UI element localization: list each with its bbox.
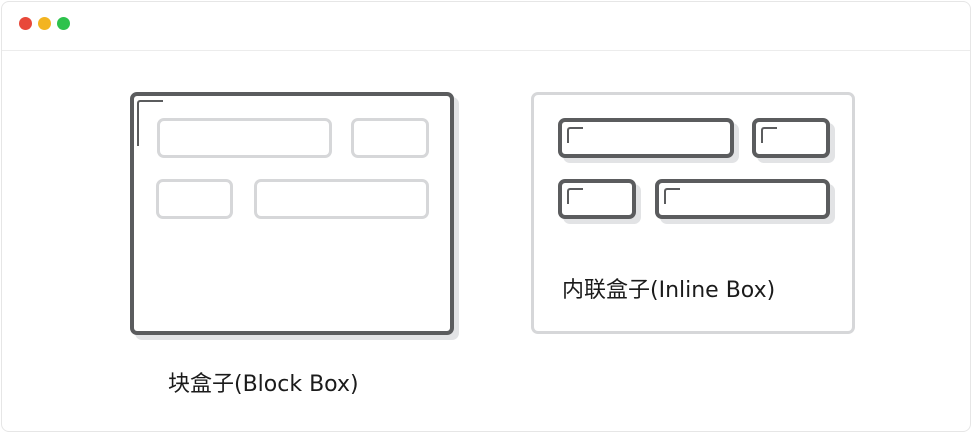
inline-box-label: 内联盒子(Inline Box) (562, 278, 776, 303)
inline-element (157, 118, 332, 158)
maximize-button[interactable] (57, 17, 70, 30)
corner-mark-icon (761, 127, 777, 143)
corner-mark-icon (567, 127, 583, 143)
corner-mark-icon (664, 188, 680, 204)
inline-element (254, 179, 429, 219)
inline-box (655, 179, 830, 219)
inline-box (752, 118, 830, 158)
close-button[interactable] (19, 17, 32, 30)
corner-mark-icon (137, 100, 163, 146)
block-box-label: 块盒子(Block Box) (168, 372, 359, 397)
inline-box (558, 179, 636, 219)
corner-mark-icon (567, 188, 583, 204)
inline-element (156, 179, 233, 219)
inline-element (351, 118, 429, 158)
title-bar (2, 2, 970, 51)
inline-box (558, 118, 734, 158)
minimize-button[interactable] (38, 17, 51, 30)
